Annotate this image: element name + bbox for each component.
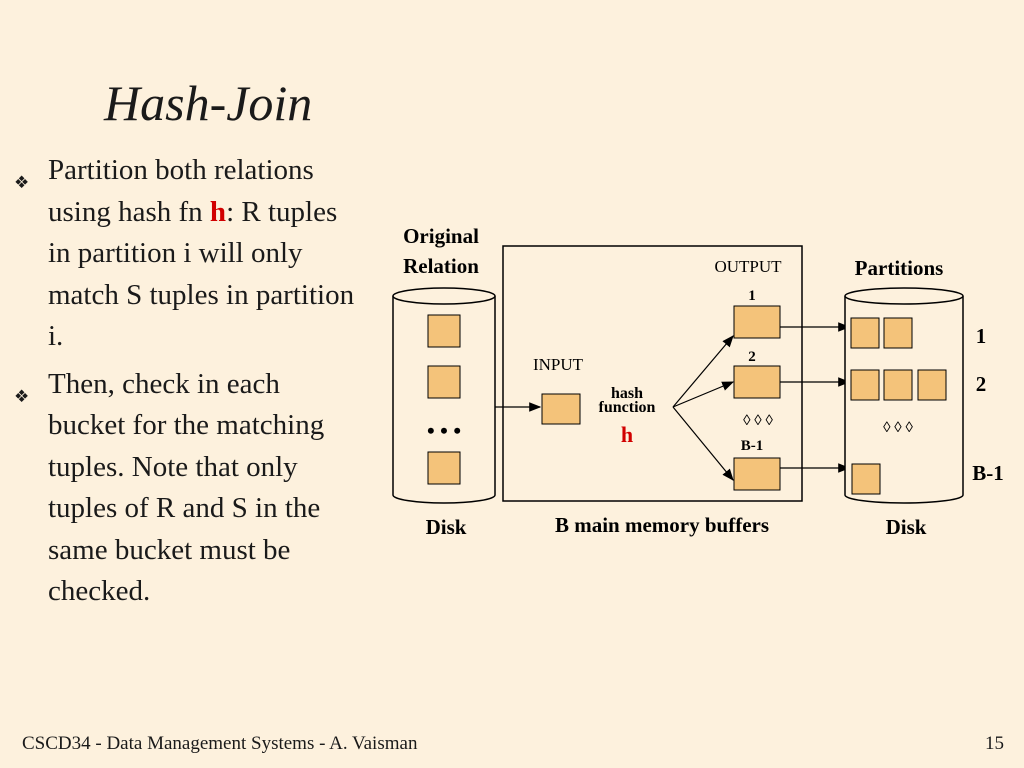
partition-page: [917, 369, 947, 401]
input-label: INPUT: [533, 355, 584, 374]
relation-page: [427, 365, 461, 399]
disk-right-label: Disk: [886, 515, 927, 539]
bullet-item: ❖ Then, check in each bucket for the mat…: [14, 364, 364, 613]
bullet-item: ❖ Partition both relations using hash fn…: [14, 150, 364, 358]
partition-page: [883, 317, 913, 349]
buffer-dots: ◊ ◊ ◊: [743, 413, 773, 429]
hash-join-diagram: • • • Original Relation Disk B main memo…: [392, 224, 1004, 539]
bullet-diamond-icon: ❖: [14, 386, 30, 406]
arrow-hash-to-buffer-b1: [672, 406, 734, 481]
hash-function-h: h: [621, 422, 633, 447]
partitions-label: Partitions: [855, 256, 944, 280]
slide-number: 15: [985, 733, 1004, 754]
bullet-list: ❖ Partition both relations using hash fn…: [14, 150, 364, 619]
memory-buffers-box: [502, 245, 803, 502]
relation-page: [427, 451, 461, 485]
output-label: OUTPUT: [714, 257, 782, 276]
output-buffer-b1: [733, 457, 781, 491]
partition-page: [850, 369, 880, 401]
partition-page: [851, 463, 881, 495]
arrow-hash-to-buffer-1: [672, 335, 734, 408]
bullet-text-tail: : R tuples in partition i will only matc…: [48, 195, 355, 353]
buffer-2-label: 2: [748, 349, 756, 365]
disk-left-label: Disk: [426, 515, 467, 539]
arrow-hash-to-buffer-2: [672, 381, 735, 408]
partition-2-label: 2: [976, 372, 987, 396]
relation-page: [427, 314, 461, 348]
bullet-text: Partition both relations using hash fn: [48, 154, 314, 228]
disk-left-cylinder: • • •: [392, 287, 496, 504]
bullet-highlight: h: [209, 195, 227, 228]
hash-function-label: function: [599, 399, 656, 416]
bullet-diamond-icon: ❖: [14, 173, 30, 192]
partition-dots: ◊ ◊ ◊: [883, 420, 913, 436]
footer-course: CSCD34 - Data Management Systems - A. Va…: [22, 733, 418, 754]
original-relation-label: Relation: [403, 254, 479, 278]
hash-function-label: hash: [611, 385, 643, 402]
partition-1-label: 1: [976, 324, 987, 348]
partition-b1-label: B-1: [972, 461, 1004, 485]
original-relation-label: Original: [403, 224, 479, 248]
bullet-text: Then, check in each bucket for the match…: [48, 367, 325, 608]
buffer-1-label: 1: [748, 288, 756, 304]
ellipsis-dots: • • •: [427, 418, 461, 443]
buffer-b1-label: B-1: [741, 438, 764, 454]
memory-label: B main memory buffers: [555, 513, 769, 537]
disk-right-cylinder: ◊ ◊ ◊: [844, 287, 964, 504]
partition-page: [850, 317, 880, 349]
partition-page: [883, 369, 913, 401]
slide-title: Hash-Join: [104, 75, 313, 131]
output-buffer-2: [733, 365, 781, 399]
input-buffer: [541, 393, 581, 425]
output-buffer-1: [733, 305, 781, 339]
